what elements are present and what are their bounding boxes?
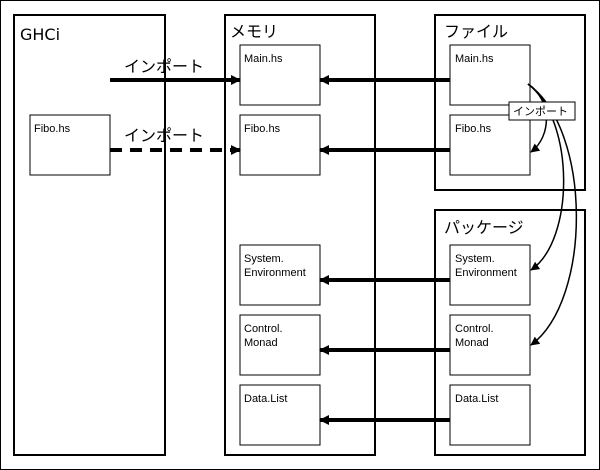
svg-text:Main.hs: Main.hs bbox=[455, 53, 494, 65]
memory-control-monad-box: Control. Monad bbox=[239, 314, 321, 376]
svg-text:Control.: Control. bbox=[455, 323, 494, 335]
svg-text:Control.: Control. bbox=[244, 323, 283, 335]
import-callout: インポート bbox=[508, 101, 576, 121]
memory-fibo-box: Fibo.hs bbox=[239, 114, 321, 176]
svg-text:Data.List: Data.List bbox=[244, 393, 287, 405]
dependency-system-curve bbox=[527, 83, 565, 271]
svg-text:Fibo.hs: Fibo.hs bbox=[244, 123, 281, 135]
svg-text:System.: System. bbox=[244, 253, 284, 265]
import-label-mid: インポート bbox=[124, 126, 204, 145]
file-main-box: Main.hs bbox=[449, 44, 531, 106]
packages-title: パッケージ bbox=[444, 218, 524, 237]
svg-text:System.: System. bbox=[455, 253, 495, 265]
package-control-monad-box: Control. Monad bbox=[449, 314, 531, 376]
memory-data-list-box: Data.List bbox=[239, 384, 321, 446]
svg-text:Environment: Environment bbox=[455, 267, 517, 279]
svg-text:Monad: Monad bbox=[244, 337, 278, 349]
import-label-top: インポート bbox=[124, 57, 204, 76]
file-fibo-box: Fibo.hs bbox=[449, 114, 531, 176]
svg-text:Monad: Monad bbox=[455, 337, 489, 349]
ghci-panel: GHCi bbox=[13, 14, 166, 456]
svg-text:Data.List: Data.List bbox=[455, 393, 498, 405]
memory-main-box: Main.hs bbox=[239, 44, 321, 106]
memory-title: メモリ bbox=[230, 22, 278, 41]
files-title: ファイル bbox=[444, 22, 508, 41]
package-data-list-box: Data.List bbox=[449, 384, 531, 446]
ghci-fibo-box: Fibo.hs bbox=[29, 114, 111, 176]
memory-system-environment-box: System. Environment bbox=[239, 244, 321, 306]
svg-text:Main.hs: Main.hs bbox=[244, 53, 283, 65]
svg-text:Fibo.hs: Fibo.hs bbox=[455, 123, 492, 135]
svg-text:Fibo.hs: Fibo.hs bbox=[34, 123, 71, 135]
load-arrows bbox=[319, 75, 450, 425]
package-system-environment-box: System. Environment bbox=[449, 244, 531, 306]
ghci-title: GHCi bbox=[20, 25, 60, 44]
svg-text:Environment: Environment bbox=[244, 267, 306, 279]
svg-text:インポート: インポート bbox=[513, 105, 568, 118]
